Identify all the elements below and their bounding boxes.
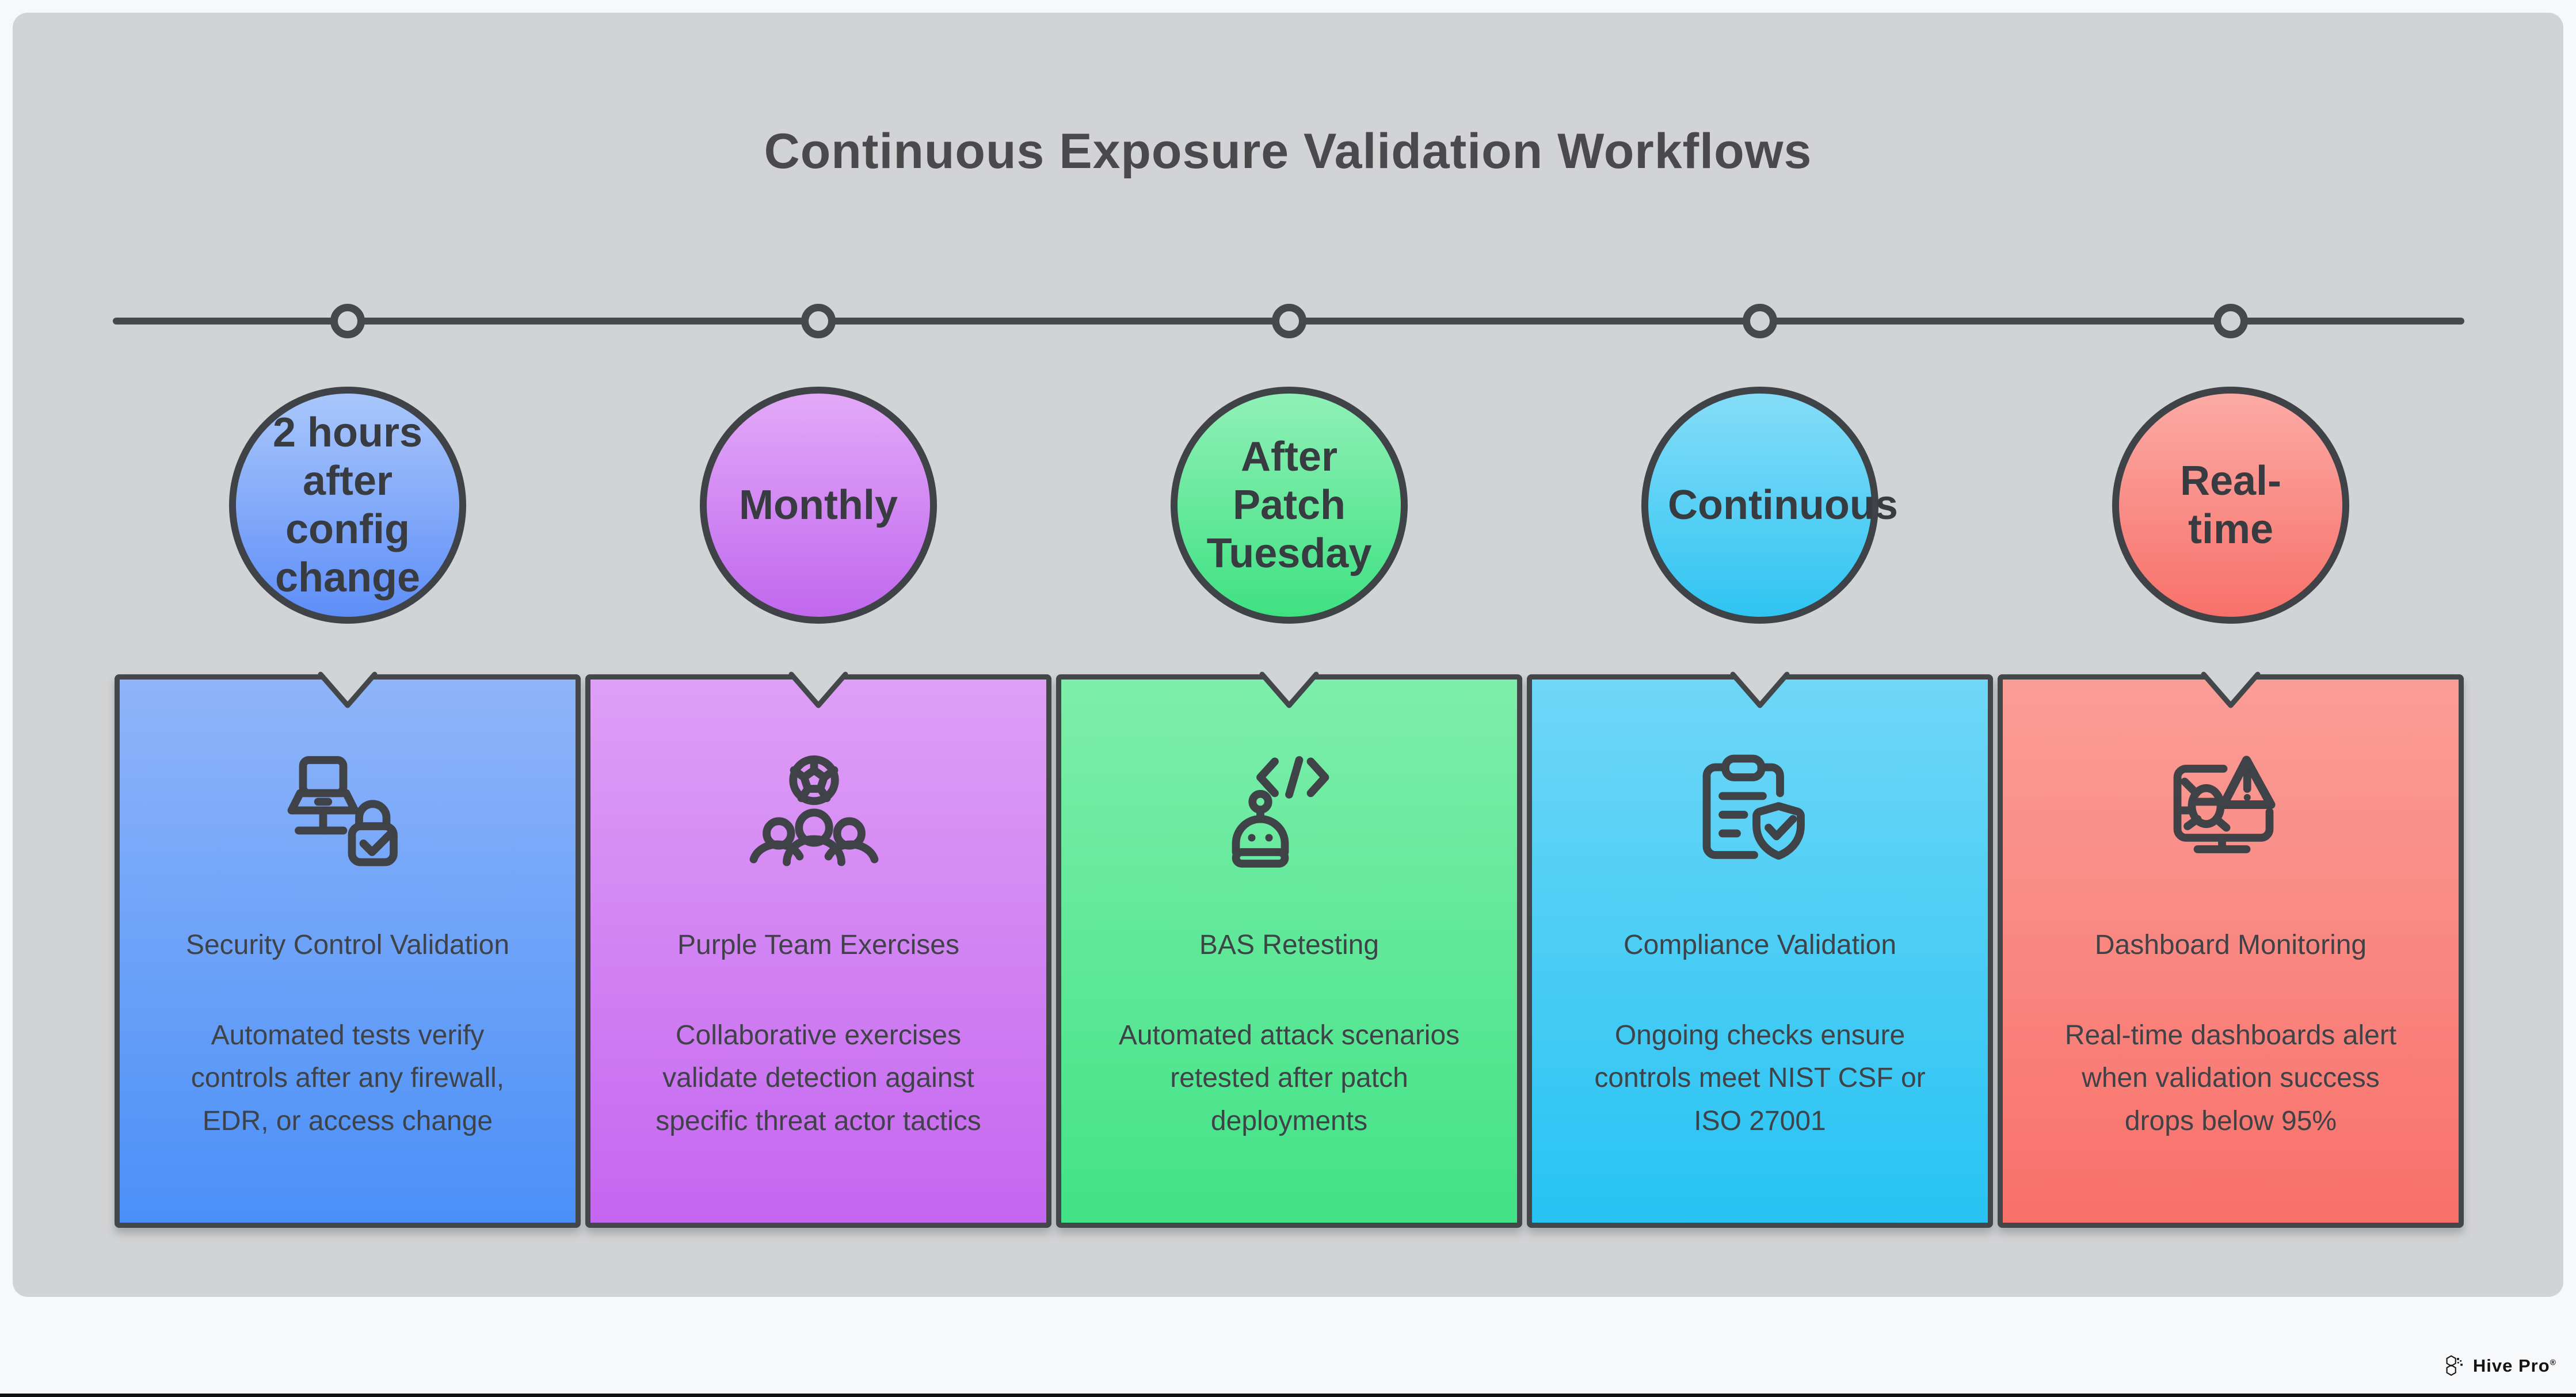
timeline-node	[801, 304, 836, 338]
card-title: Purple Team Exercises	[677, 929, 959, 960]
timeline-node	[330, 304, 365, 338]
brand-name: Hive Pro®	[2472, 1356, 2556, 1376]
schedule-label: 2 hours after config change	[272, 409, 423, 601]
schedule-label: Monthly	[739, 482, 898, 528]
workflow-card: Security Control Validation Automated te…	[115, 674, 581, 1228]
card-title: Dashboard Monitoring	[2094, 929, 2367, 960]
card-body: Ongoing checks ensure controls meet NIST…	[1594, 1020, 1926, 1136]
card-body: Real-time dashboards alert when validati…	[2064, 1020, 2397, 1136]
card-body: Automated attack scenarios retested afte…	[1118, 1020, 1460, 1136]
card-notch	[788, 665, 848, 708]
timeline-node	[1272, 304, 1306, 338]
card-title: BAS Retesting	[1199, 929, 1380, 960]
timeline-node	[1743, 304, 1777, 338]
compliance-clipboard-shield-icon	[1688, 737, 1832, 881]
monitor-bug-alert-icon	[2159, 737, 2303, 881]
hexagon-logo-icon	[2446, 1355, 2463, 1376]
page-title: Continuous Exposure Validation Workflows	[764, 124, 1812, 179]
footer-band	[0, 1297, 2576, 1394]
schedule-label: After Patch Tuesday	[1206, 433, 1372, 577]
schedule-circle: Monthly	[700, 387, 937, 624]
schedule-circle: After Patch Tuesday	[1171, 387, 1408, 624]
workflow-card: BAS Retesting Automated attack scenarios…	[1056, 674, 1522, 1228]
card-body: Collaborative exercises validate detecti…	[656, 1020, 981, 1136]
robot-code-icon	[1217, 737, 1361, 881]
timeline-node	[2213, 304, 2248, 338]
schedule-circle: 2 hours after config change	[229, 387, 466, 624]
schedule-label: Continuous	[1668, 482, 1898, 528]
workflow-card: Dashboard Monitoring Real-time dashboard…	[1998, 674, 2464, 1228]
schedule-circle: Continuous	[1641, 387, 1898, 624]
bottom-strip	[0, 1394, 2576, 1397]
schedule-circle: Real-time	[2112, 387, 2349, 624]
workflow-card: Compliance Validation Ongoing checks ens…	[1527, 674, 1993, 1228]
card-title: Security Control Validation	[185, 929, 510, 960]
team-ball-icon	[746, 737, 890, 881]
card-notch	[1730, 665, 1790, 708]
card-body: Automated tests verify controls after an…	[190, 1020, 505, 1136]
card-notch	[318, 665, 378, 708]
registered-mark: ®	[2550, 1357, 2556, 1367]
brand-logo: Hive Pro®	[2444, 1353, 2556, 1379]
laptop-lock-check-icon	[276, 737, 420, 881]
card-title: Compliance Validation	[1623, 929, 1897, 960]
card-notch	[1259, 665, 1319, 708]
workflow-card: Purple Team Exercises Collaborative exer…	[585, 674, 1051, 1228]
card-notch	[2201, 665, 2261, 708]
schedule-label: Real-time	[2179, 457, 2282, 552]
